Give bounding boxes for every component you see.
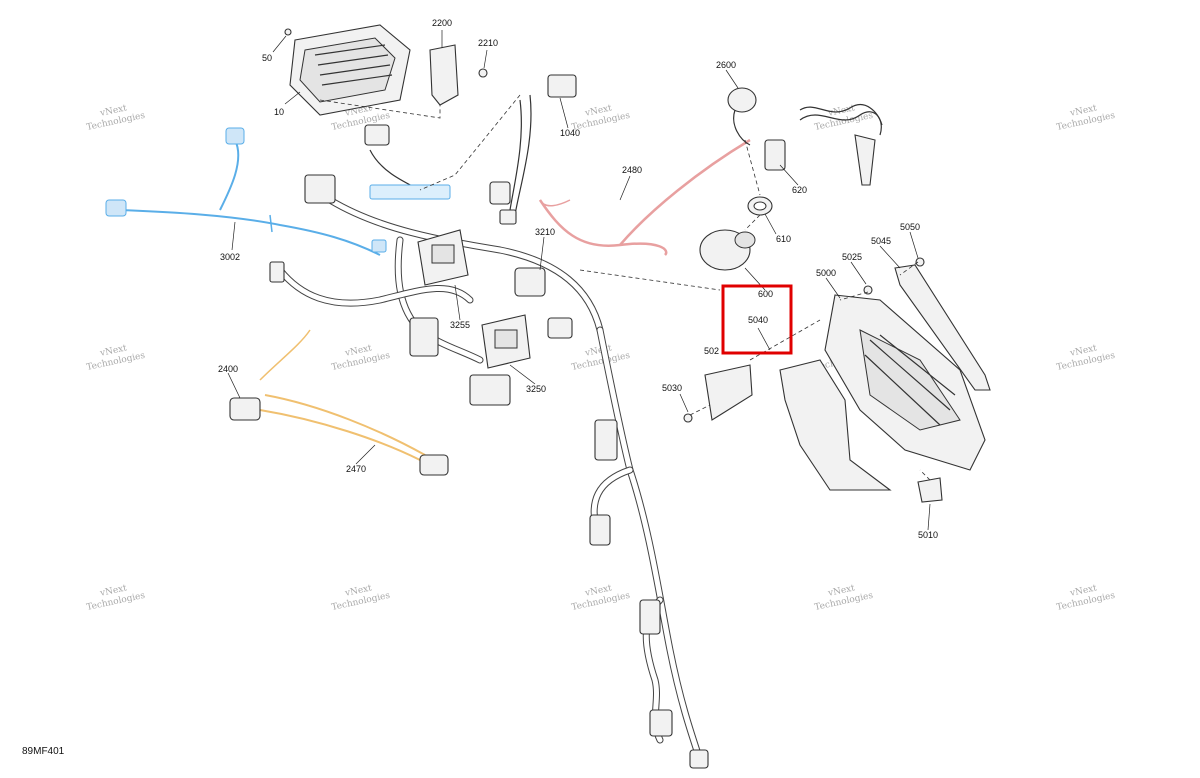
- callout-2480: 2480: [622, 165, 642, 175]
- switch-3255: [417, 229, 469, 286]
- switch-3250: [481, 314, 531, 369]
- callout-2470: 2470: [346, 464, 366, 474]
- callout-5045: 5045: [871, 236, 891, 246]
- connectors-lower: [269, 124, 709, 769]
- callout-620: 620: [792, 185, 807, 195]
- assembly-dash-lines: [319, 94, 931, 481]
- callout-5025: 5025: [842, 252, 862, 262]
- callout-50: 50: [262, 53, 272, 63]
- callout-610: 610: [776, 234, 791, 244]
- callout-600: 600: [758, 289, 773, 299]
- figure-code: 89MF401: [22, 746, 65, 757]
- connector-2470: [419, 454, 449, 476]
- sensor-2200: [429, 44, 488, 106]
- callout-502: 502: [704, 346, 719, 356]
- callout-labels: 50 10 2200 2210 1040 2600 620 2480 610 3…: [218, 18, 938, 540]
- callout-2210: 2210: [478, 38, 498, 48]
- fuse-box-10: [284, 24, 411, 116]
- callout-3250: 3250: [526, 384, 546, 394]
- callout-1040: 1040: [560, 128, 580, 138]
- callout-10: 10: [274, 107, 284, 117]
- bracket-502: [683, 364, 753, 423]
- callout-5040: 5040: [748, 315, 768, 325]
- lanyard-620: [764, 104, 883, 186]
- callout-5010: 5010: [918, 530, 938, 540]
- button-2600: [727, 87, 757, 146]
- bracket-5000: [779, 359, 892, 491]
- callout-2600: 2600: [716, 60, 736, 70]
- callout-5000: 5000: [816, 268, 836, 278]
- switch-2400: [229, 397, 261, 421]
- callout-2400: 2400: [218, 364, 238, 374]
- clip-5010: [917, 477, 943, 503]
- grommet-610: [747, 196, 773, 216]
- leader-lines: [227, 30, 931, 531]
- bracket-5045: [863, 257, 991, 391]
- callout-2200: 2200: [432, 18, 452, 28]
- highlight-box: [721, 284, 793, 355]
- harness-2470-yellow: [259, 329, 426, 461]
- connector-3210: [514, 267, 546, 297]
- ecm-module: [824, 294, 986, 471]
- connector-1040: [547, 74, 577, 98]
- callout-5050: 5050: [900, 222, 920, 232]
- harness-2480-red: [538, 138, 751, 256]
- callout-5030: 5030: [662, 383, 682, 393]
- harness-3002-blue: [105, 127, 451, 256]
- callout-3002: 3002: [220, 252, 240, 262]
- switch-600: [699, 229, 756, 271]
- callout-3210: 3210: [535, 227, 555, 237]
- callout-3255: 3255: [450, 320, 470, 330]
